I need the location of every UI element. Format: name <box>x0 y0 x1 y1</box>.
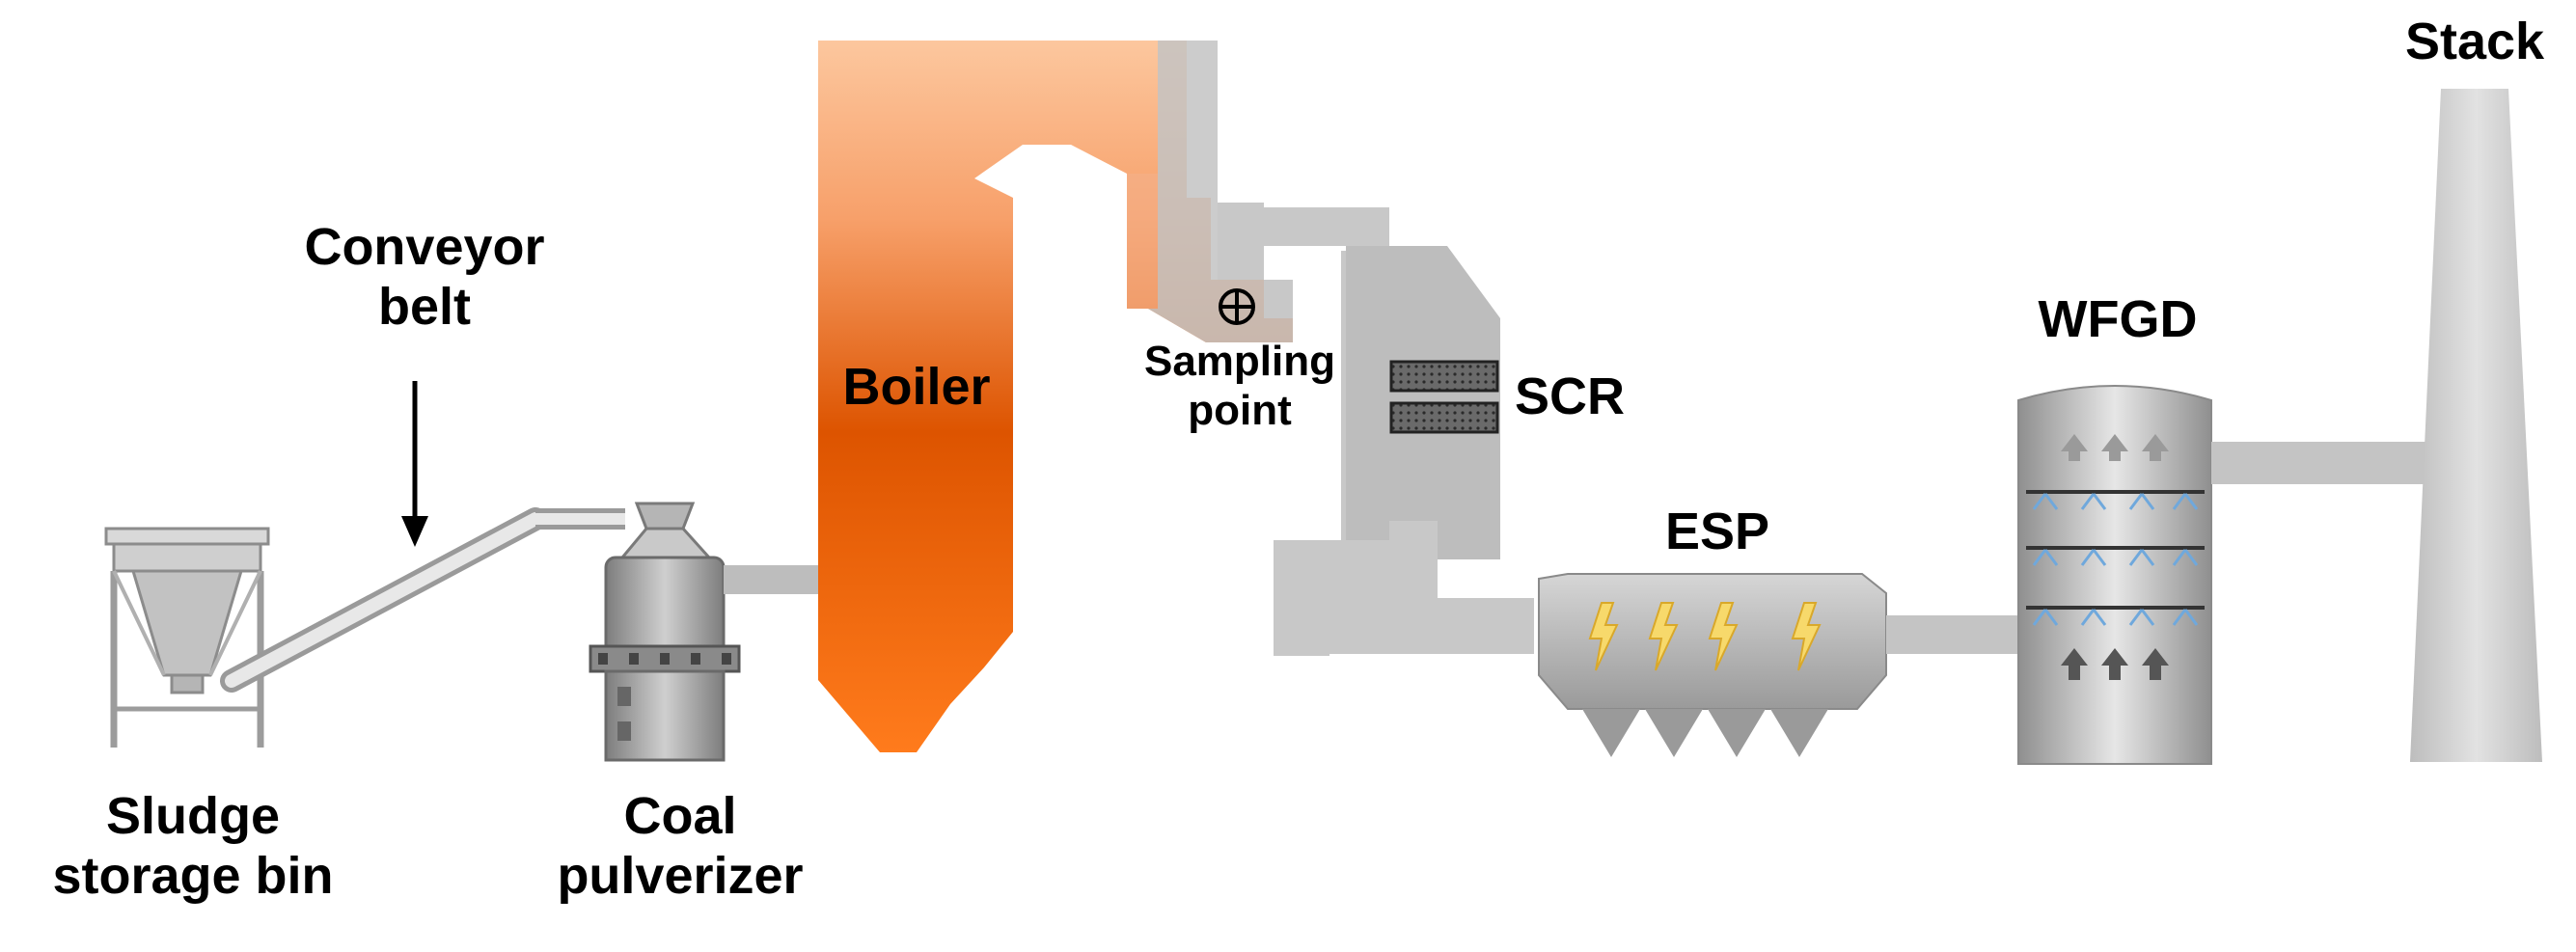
scr-catalyst-layers <box>1389 360 1499 434</box>
stack <box>2410 89 2542 762</box>
conveyor-label-line2: belt <box>377 278 471 337</box>
coal-label-line1: Coal <box>623 787 737 845</box>
conveyor-belt <box>220 507 625 693</box>
wfgd-label: WFGD <box>2038 290 2198 348</box>
sludge-storage-bin <box>104 527 270 748</box>
esp-label: ESP <box>1664 503 1770 560</box>
wfgd-stack-duct <box>2211 442 2435 484</box>
coal-pulverizer-label: Coal pulverizer <box>540 786 820 906</box>
sampling-label-line1: Sampling <box>1143 338 1336 385</box>
sampling-point-label: Sampling point <box>1119 338 1360 435</box>
lightning-icon <box>1588 602 1822 671</box>
fuel-duct <box>724 565 820 594</box>
spray-headers <box>2026 490 2205 610</box>
sampling-point-icon <box>1219 288 1255 325</box>
spray-nozzles <box>2032 493 2199 626</box>
gas-flow-arrow-icon <box>2061 434 2169 461</box>
esp-unit <box>1538 573 1887 757</box>
boiler <box>818 41 1293 752</box>
wfgd-tower <box>2017 385 2212 765</box>
sludge-label-line1: Sludge <box>105 787 280 845</box>
coal-pulverizer <box>589 502 741 762</box>
esp-wfgd-duct <box>1886 615 2021 654</box>
stack-label: Stack <box>2404 13 2545 70</box>
conveyor-belt-label: Conveyor belt <box>260 217 589 337</box>
gas-flow-arrow-icon <box>2061 648 2169 680</box>
sludge-label-line2: storage bin <box>52 847 334 906</box>
sampling-label-line2: point <box>1188 386 1292 434</box>
coal-label-line2: pulverizer <box>557 847 804 906</box>
scr-label: SCR <box>1515 367 1626 425</box>
sludge-storage-bin-label: Sludge storage bin <box>39 786 347 906</box>
down-arrow-icon <box>401 381 428 547</box>
boiler-label: Boiler <box>842 358 991 416</box>
conveyor-label-line1: Conveyor <box>304 218 545 276</box>
